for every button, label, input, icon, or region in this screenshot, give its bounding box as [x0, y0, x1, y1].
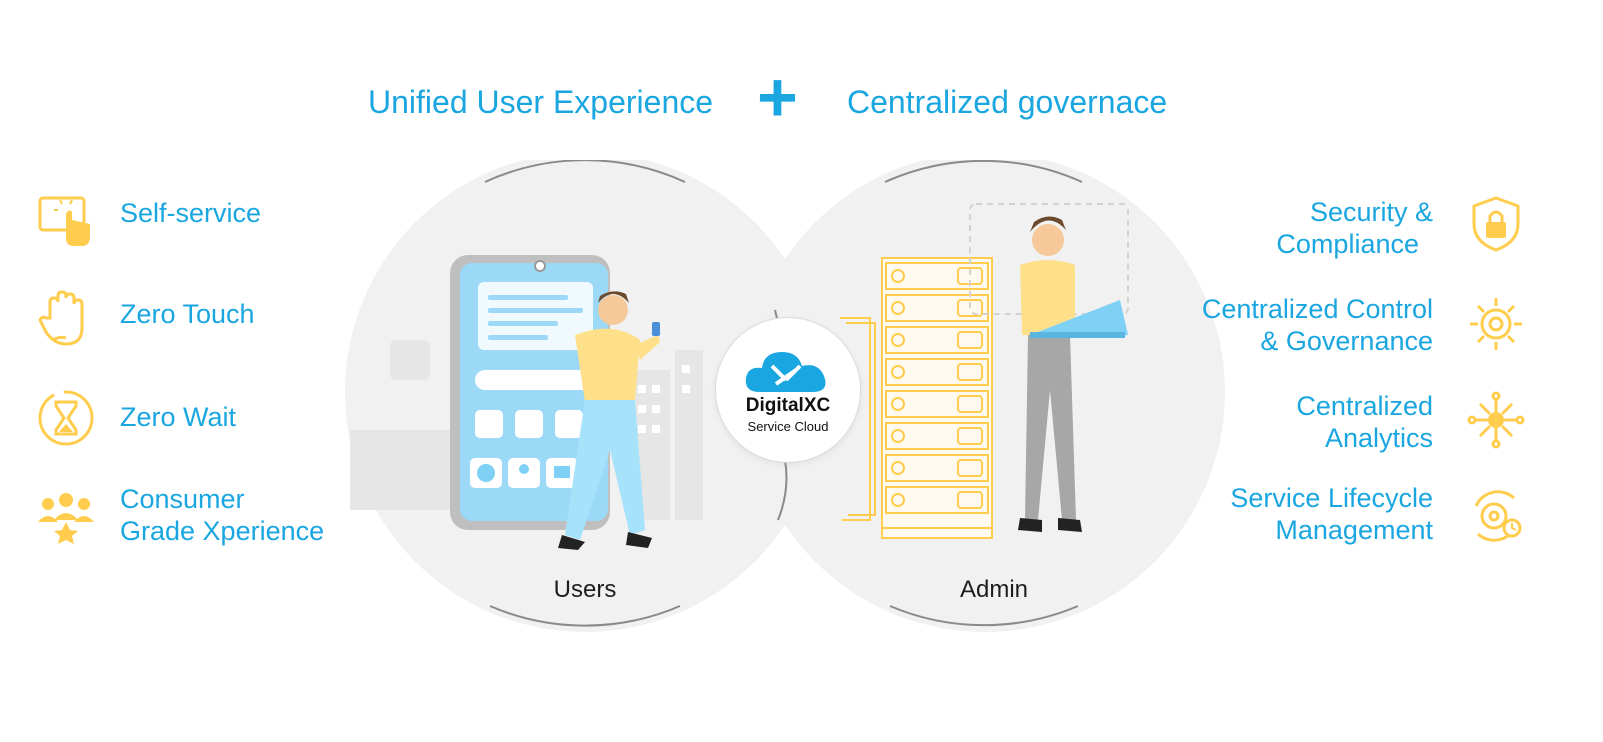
feature-centralized-control-governance: Centralized Control & Governance: [1201, 294, 1433, 356]
cloud-logo-icon: [745, 352, 826, 392]
feature-centralized-analytics: Centralized Analytics: [1296, 391, 1433, 453]
feature-service-lifecycle-management: Service Lifecycle Management: [1230, 483, 1433, 545]
users-admin-illustration: [345, 160, 1225, 632]
gear-cycle-clock-icon: [1474, 490, 1522, 542]
network-hub-icon: [1467, 391, 1525, 449]
plus-sign: +: [757, 58, 798, 136]
hourglass-icon: [38, 390, 94, 446]
headline-centralized-governance: Centralized governace: [847, 84, 1168, 120]
gear-control-icon: [1470, 298, 1522, 350]
logo-name: DigitalXC: [745, 395, 831, 416]
admin-arc-top: [884, 160, 1083, 183]
touch-screen-icon: [38, 196, 90, 246]
center-arc-lower: [777, 459, 788, 521]
shield-lock-icon: [1472, 196, 1520, 252]
raised-hand-icon: [38, 290, 84, 346]
feature-zero-touch: Zero Touch: [120, 299, 255, 329]
feature-security-compliance: Security & Compliance: [1276, 197, 1433, 259]
admin-arc-bottom: [889, 605, 1079, 627]
feature-consumer-grade-xperience: Consumer Grade Xperience: [120, 484, 325, 546]
smartphone: [450, 255, 610, 530]
users-caption: Users: [553, 576, 617, 603]
city-windows: [638, 365, 690, 433]
server-units: [885, 262, 989, 514]
admin-user-figure: [1018, 216, 1128, 532]
user-group-star-icon: [38, 493, 94, 544]
feature-self-service: Self-service: [120, 198, 262, 228]
users-arc-bottom: [489, 605, 681, 627]
users-arc-top: [484, 160, 686, 183]
logo-subtitle: Service Cloud: [747, 419, 829, 434]
feature-zero-wait: Zero Wait: [120, 402, 237, 432]
admin-caption: Admin: [959, 576, 1029, 603]
walking-user-figure: [558, 291, 660, 550]
headline-unified-user-experience: Unified User Experience: [368, 84, 714, 120]
